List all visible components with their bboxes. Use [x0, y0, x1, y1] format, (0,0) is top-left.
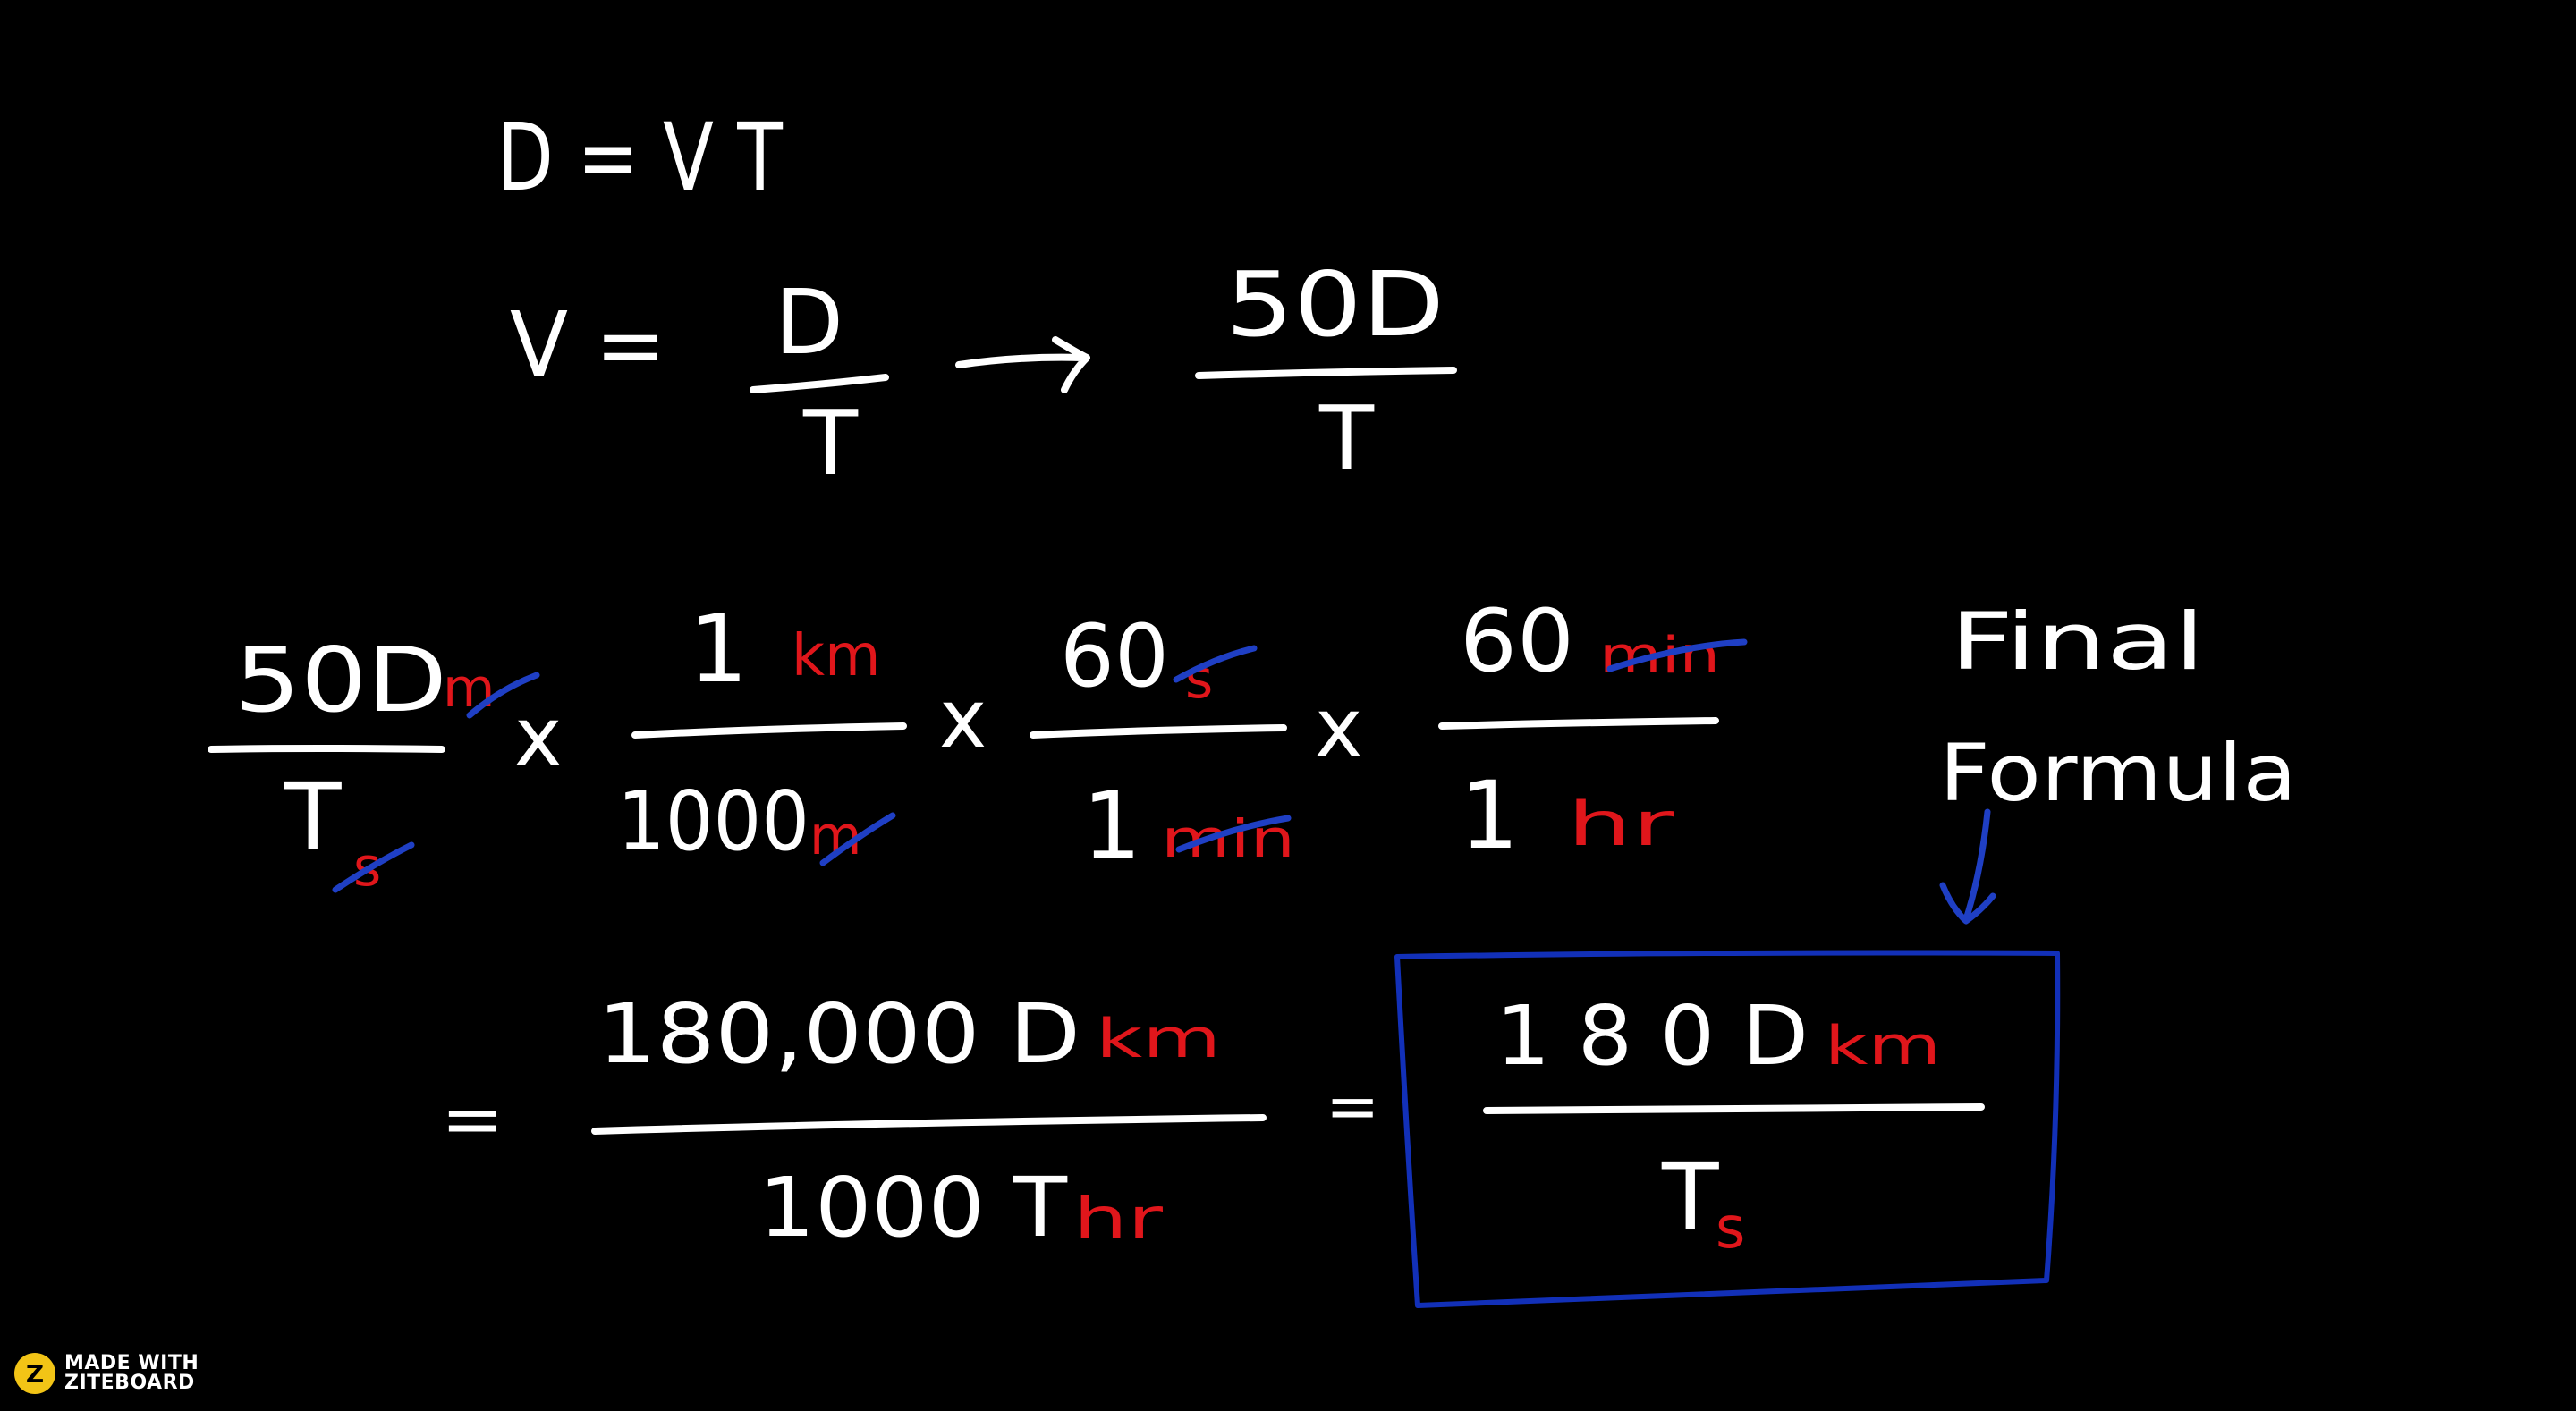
- conversion-frac2-numerator-unit: km: [792, 623, 880, 689]
- conversion-frac1-denominator: T: [284, 763, 342, 872]
- velocity-fraction-bar-2: [1195, 367, 1457, 379]
- result-equals-sign: =: [441, 1075, 504, 1162]
- conversion-frac4-bar: [1438, 717, 1719, 730]
- arrow-icon: [955, 336, 1090, 393]
- conversion-frac1-numerator-unit: m: [443, 657, 495, 720]
- velocity-numerator-50d: 50D: [1225, 252, 1445, 357]
- equation-distance: D = V T: [496, 103, 783, 212]
- result-denominator-unit: hr: [1073, 1187, 1164, 1253]
- conversion-frac3-bar: [1030, 724, 1287, 739]
- conversion-frac4-numerator: 60: [1460, 591, 1574, 691]
- times-sign: x: [1315, 681, 1362, 775]
- equation-result: = 180,000 D km 1000 T hr = 1 8 0 D km T …: [441, 950, 2061, 1308]
- velocity-denominator-2: T: [1318, 386, 1375, 491]
- watermark-text: MADE WITH ZITEBOARD: [64, 1354, 199, 1393]
- conversion-frac1-bar: [208, 745, 445, 753]
- cancel-mark-icon: [466, 672, 540, 719]
- conversion-frac4-denominator-unit: hr: [1567, 790, 1674, 860]
- times-sign: x: [939, 672, 987, 766]
- conversion-frac2-numerator: 1: [689, 595, 748, 704]
- note-line-formula: Formula: [1939, 727, 2297, 819]
- conversion-frac2-denominator: 1000: [617, 773, 809, 869]
- velocity-numerator: D: [775, 270, 843, 375]
- conversion-frac3-denominator: 1: [1082, 772, 1141, 881]
- final-numerator: 1 8 0 D: [1496, 988, 1809, 1084]
- watermark-line-made-with: MADE WITH: [64, 1352, 199, 1374]
- final-numerator-unit: km: [1825, 1015, 1941, 1077]
- result-fraction-bar: [591, 1114, 1267, 1135]
- times-sign: x: [514, 690, 562, 784]
- final-answer-box: [1394, 950, 2061, 1308]
- equation-conversion: 50D m T s x 1 km 1000 m x 60 s 1 min: [208, 591, 1748, 899]
- ziteboard-watermark[interactable]: Z MADE WITH ZITEBOARD: [14, 1350, 199, 1397]
- velocity-fraction-bar: [750, 374, 889, 393]
- final-denominator-unit: s: [1716, 1196, 1745, 1262]
- equation-distance-text: D = V T: [496, 103, 783, 212]
- cancel-mark-icon: [332, 841, 415, 893]
- conversion-frac1-numerator: 50D: [234, 628, 447, 732]
- conversion-frac3-numerator-unit: s: [1185, 648, 1213, 711]
- equation-velocity: V = D T 50D T: [510, 252, 1457, 495]
- conversion-frac2-bar: [631, 722, 907, 739]
- pointer-arrow-icon: [1939, 808, 1996, 925]
- cancel-mark-icon: [1173, 645, 1258, 683]
- cancel-mark-icon: [819, 812, 896, 866]
- final-formula-note: Final Formula: [1939, 596, 2297, 925]
- watermark-line-ziteboard: ZITEBOARD: [64, 1372, 195, 1394]
- velocity-denominator: T: [802, 391, 859, 495]
- conversion-frac2-denominator-unit: m: [809, 805, 861, 867]
- result-numerator: 180,000 D: [597, 986, 1080, 1082]
- final-denominator: T: [1661, 1143, 1719, 1252]
- final-fraction-bar: [1483, 1103, 1985, 1114]
- ziteboard-logo-icon: Z: [14, 1353, 55, 1394]
- note-line-final: Final: [1950, 596, 2205, 688]
- result-numerator-unit: km: [1096, 1008, 1221, 1070]
- conversion-frac3-numerator: 60: [1060, 606, 1169, 706]
- cancel-mark-icon: [1175, 815, 1292, 853]
- cancel-mark-icon: [1606, 638, 1748, 672]
- result-equals-sign-2: =: [1326, 1069, 1379, 1144]
- velocity-lhs: V =: [510, 292, 666, 397]
- conversion-frac4-denominator: 1: [1460, 761, 1519, 870]
- result-denominator: 1000 T: [758, 1160, 1068, 1255]
